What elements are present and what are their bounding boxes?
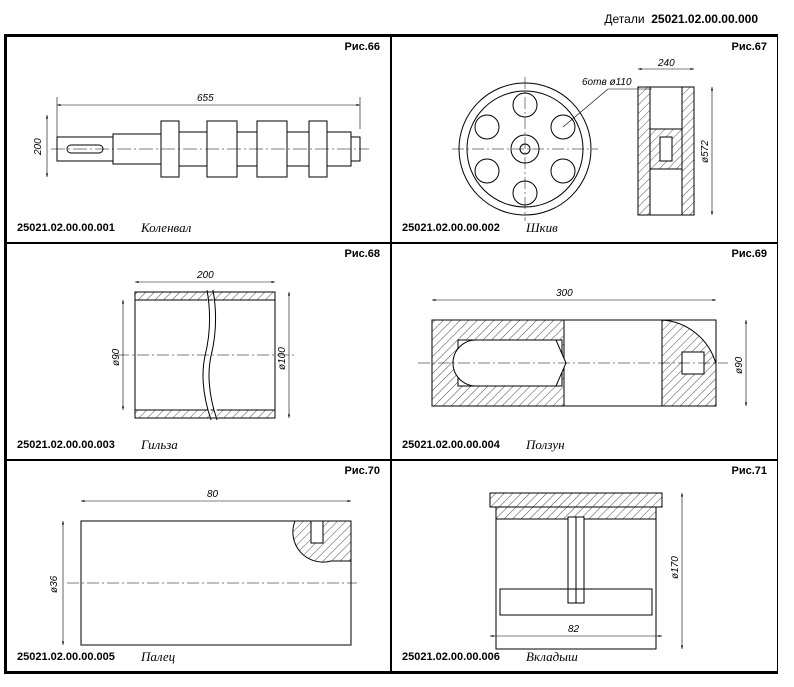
- part-code: 25021.02.00.00.002: [402, 222, 500, 234]
- figure-number: Рис.66: [344, 41, 380, 53]
- figure-number: Рис.67: [731, 41, 767, 53]
- part-code: 25021.02.00.00.003: [17, 439, 115, 451]
- part-name: Шкив: [526, 220, 558, 235]
- part-code: 25021.02.00.00.005: [17, 651, 115, 663]
- part-name: Гильза: [141, 437, 178, 452]
- figure-number: Рис.68: [344, 248, 380, 260]
- dim-length: 655: [197, 93, 214, 104]
- part-name: Коленвал: [141, 220, 192, 235]
- dim-diameter: ø36: [49, 575, 60, 593]
- dim-height: 200: [33, 138, 44, 156]
- figure-number: Рис.69: [731, 248, 767, 260]
- header-label: Детали: [604, 12, 645, 26]
- dim-inner: ø90: [111, 348, 122, 366]
- crankshaft-drawing: 655 200: [33, 93, 369, 178]
- part-name: Вкладыш: [526, 649, 578, 664]
- header-title: Детали 25021.02.00.00.000: [604, 12, 758, 26]
- dim-length: 200: [196, 270, 214, 281]
- part-name: Ползун: [526, 437, 565, 452]
- liner-drawing: 82 ø170: [489, 492, 684, 650]
- figure-number: Рис.70: [344, 465, 380, 477]
- dim-width: 240: [657, 58, 675, 69]
- dim-length: 82: [568, 624, 580, 635]
- slider-drawing: 300 ø90: [418, 288, 748, 407]
- part-code: 25021.02.00.00.006: [402, 651, 500, 663]
- dim-length: 300: [556, 288, 573, 299]
- part-name: Палец: [141, 649, 176, 664]
- dim-diameter: ø170: [670, 556, 681, 579]
- sleeve-drawing: 200 ø90 ø100: [111, 270, 297, 421]
- pin-drawing: 80 ø36: [49, 489, 357, 646]
- part-cell-slider: Рис.69 300 ø90 25021.02.00.00.004 Ползун: [391, 243, 778, 460]
- part-code: 25021.02.00.00.004: [402, 439, 500, 451]
- part-cell-pulley: Рис.67: [391, 36, 778, 243]
- dim-outer: ø100: [277, 347, 288, 370]
- dim-diameter: ø572: [700, 140, 711, 163]
- figure-number: Рис.71: [731, 465, 767, 477]
- pulley-drawing: 6отв ø110 240 ø572: [452, 58, 714, 221]
- part-cell-liner: Рис.71 82 ø170 25021.02.00.00.006 Вклады…: [391, 460, 778, 672]
- part-code: 25021.02.00.00.001: [17, 222, 115, 234]
- page-header: Детали 25021.02.00.00.000: [0, 0, 794, 34]
- part-cell-pin: Рис.70 80 ø36 25021.02.00.00.005 Палец: [6, 460, 391, 672]
- dim-diameter: ø90: [734, 356, 745, 374]
- dim-holes: 6отв ø110: [582, 77, 632, 88]
- part-cell-crankshaft: Рис.66 655 200: [6, 36, 391, 243]
- header-number: 25021.02.00.00.000: [651, 12, 758, 26]
- drawing-sheet: Рис.66 655 200: [4, 34, 778, 674]
- part-cell-sleeve: Рис.68 200 ø90 ø100 25021.02.00.00.003 Г…: [6, 243, 391, 460]
- dim-length: 80: [207, 489, 219, 500]
